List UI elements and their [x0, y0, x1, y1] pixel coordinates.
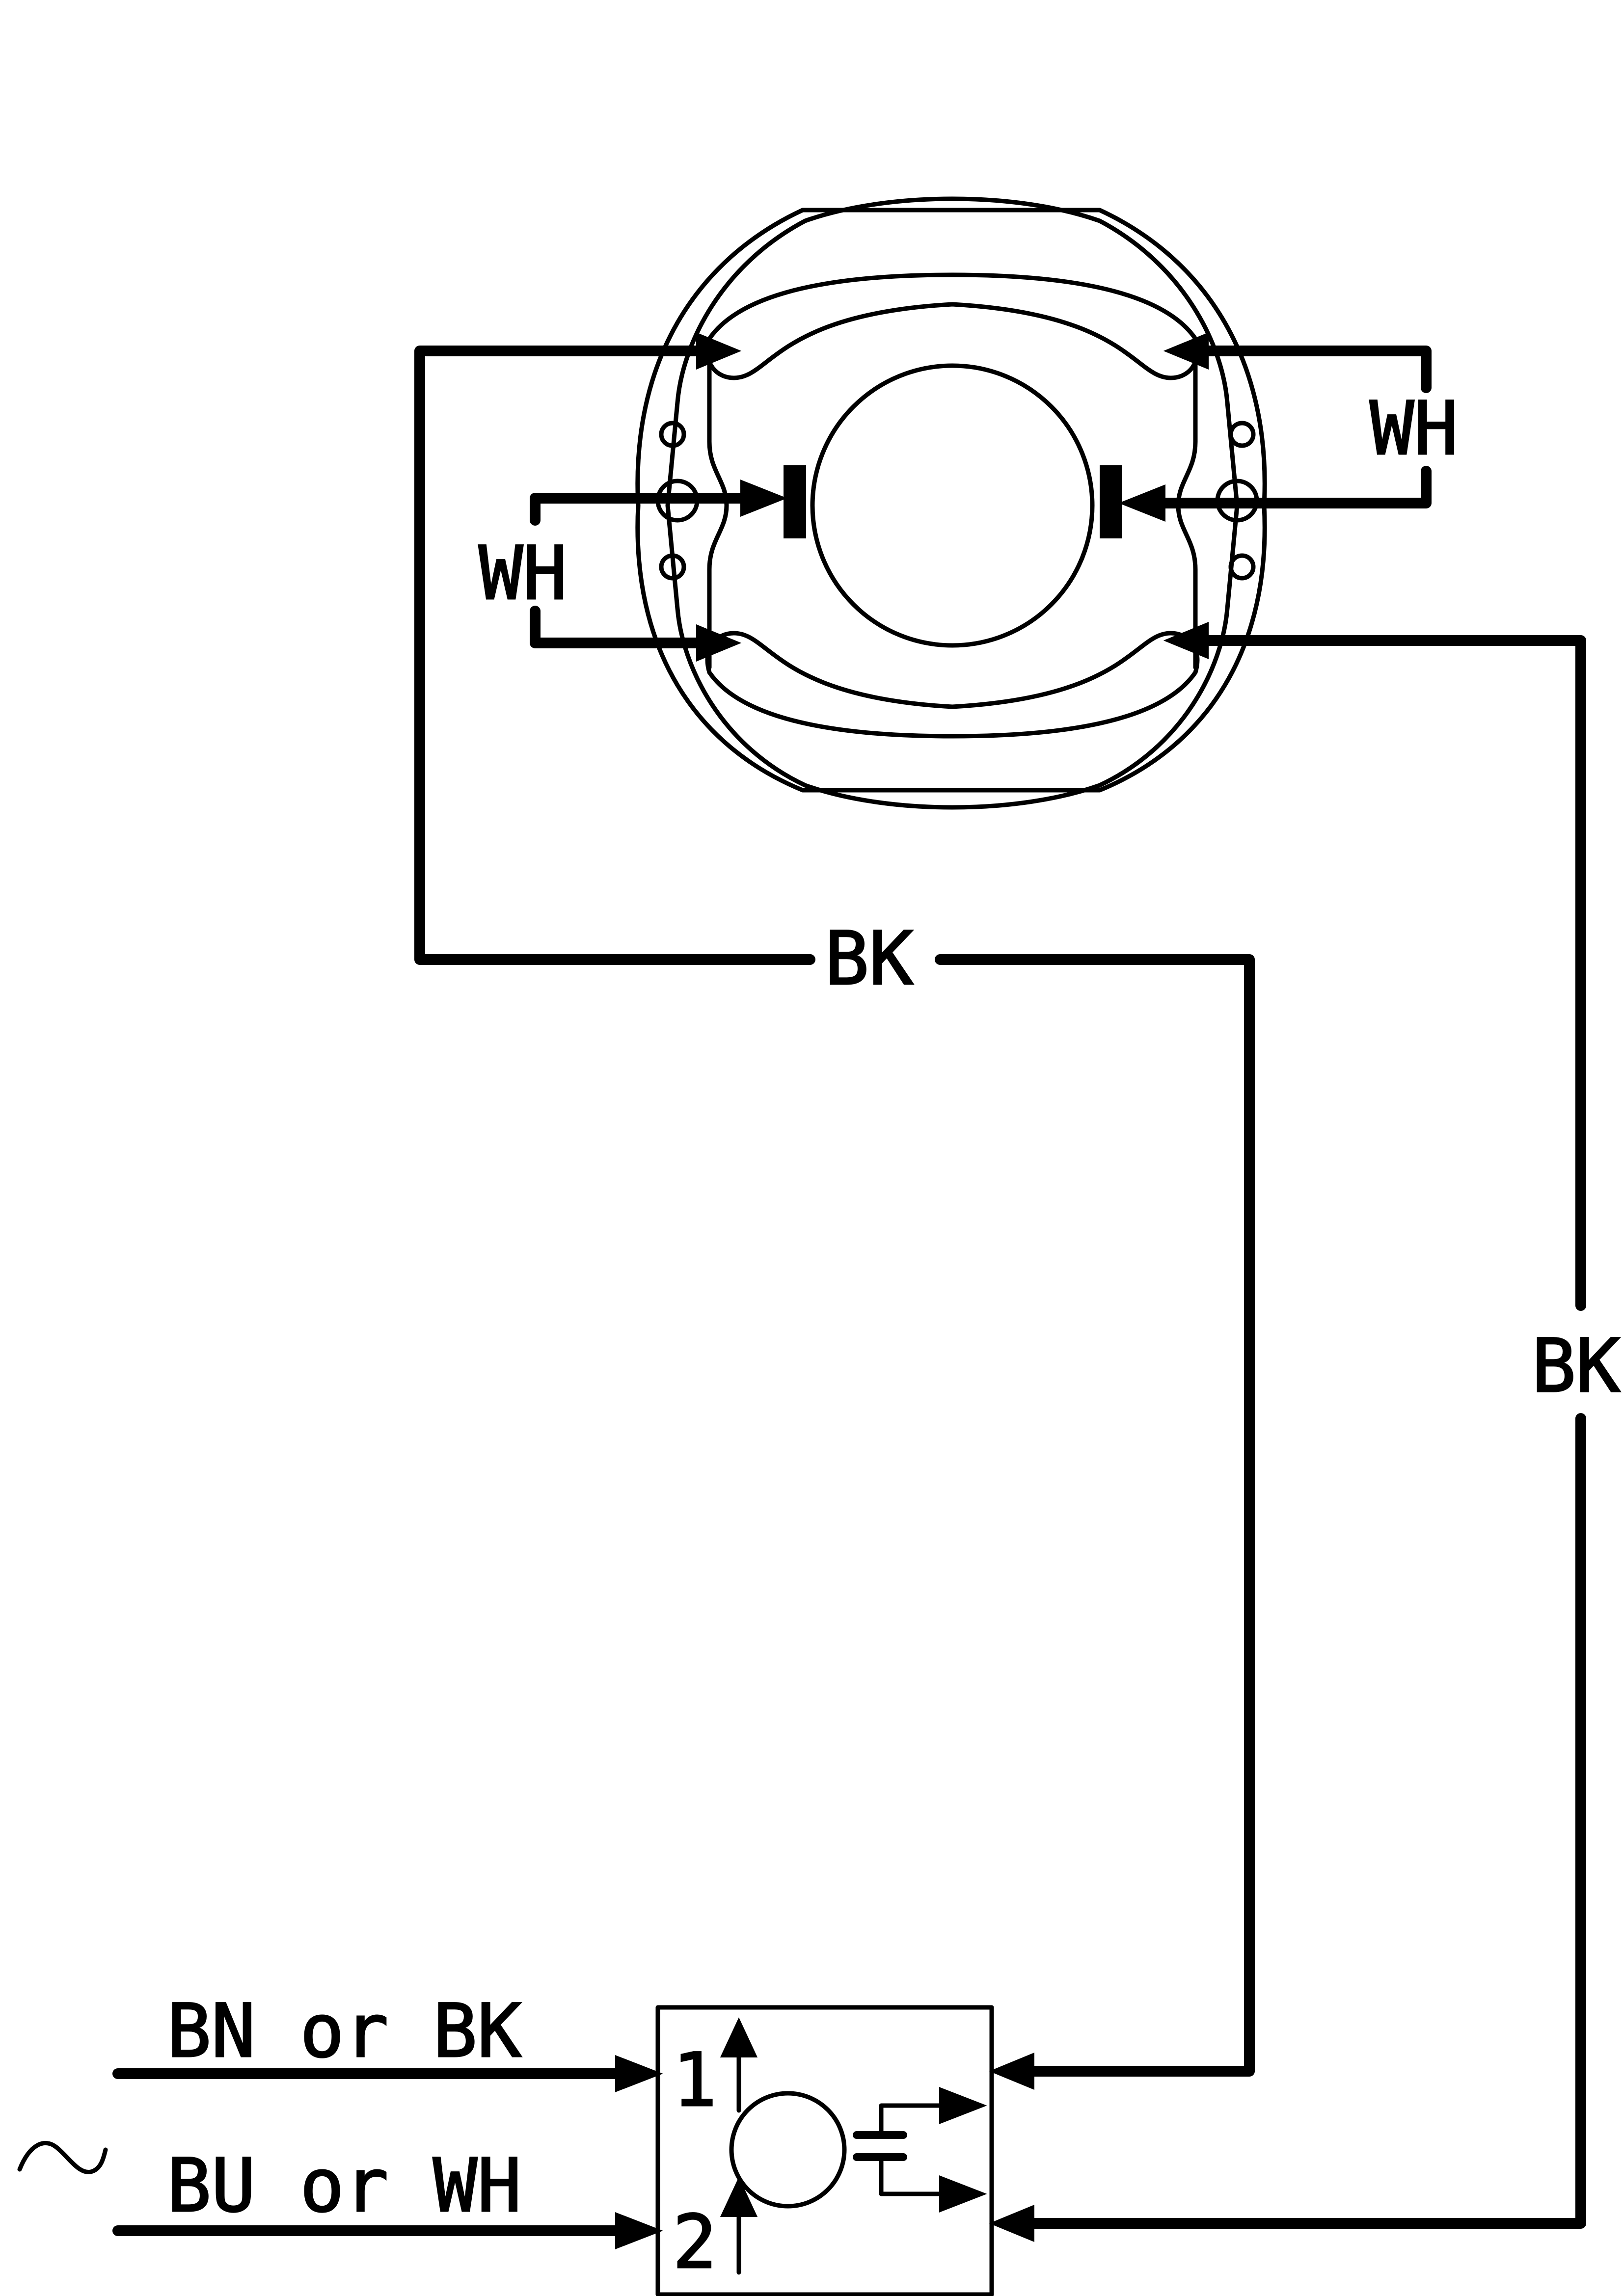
arrow-bottom-right-terminal — [1163, 622, 1209, 659]
wire-wh-left — [530, 493, 771, 648]
arrow-supply-2 — [615, 2212, 663, 2249]
mount-hole-right-top — [1228, 421, 1256, 448]
label-terminal-2: 2 — [673, 2200, 717, 2285]
label-bk-right: BK — [1532, 1324, 1621, 1409]
lower-pole-shoe — [705, 631, 1200, 739]
capacitor-lead-top — [879, 2103, 955, 2137]
arrowheads — [615, 332, 1209, 2249]
left-frame-curve — [707, 341, 729, 670]
terminal-1-arrow-head — [720, 2017, 758, 2057]
arrow-top-right-terminal — [1163, 332, 1209, 370]
capacitor-lead-bottom — [879, 2155, 955, 2196]
control-circle — [729, 2091, 847, 2209]
arrow-right-brush — [1118, 484, 1165, 522]
right-brush — [1100, 465, 1122, 538]
arrow-bottom-left-terminal — [696, 624, 742, 662]
rotor — [810, 363, 1095, 648]
label-wh-right: WH — [1370, 386, 1459, 472]
mount-hole-left-top — [659, 421, 686, 448]
tilde-ac-symbol — [17, 2140, 108, 2174]
upper-pole-shoe — [705, 272, 1200, 380]
label-line-top: BN or BK — [167, 1989, 521, 2074]
wire-bk-middle — [414, 346, 1255, 2077]
stator-inner-ring — [665, 196, 1240, 810]
capacitor-arrow-top — [939, 2087, 987, 2124]
arrow-supply-1 — [615, 2055, 663, 2092]
left-brush — [784, 465, 806, 538]
wire-bk-right — [1011, 635, 1586, 2229]
terminal-box-outline — [655, 2005, 994, 2296]
label-terminal-1: 1 — [673, 2038, 717, 2123]
stator-housing-outline — [635, 208, 1267, 793]
arrow-top-left-terminal — [696, 332, 742, 370]
terminal-box — [655, 2005, 994, 2296]
label-line-bottom: BU or WH — [167, 2143, 521, 2229]
mount-hole-right-bottom — [1228, 553, 1256, 581]
capacitor-arrow-bottom — [939, 2175, 987, 2213]
arrow-box-right-bottom — [989, 2205, 1034, 2242]
wire-wh-right — [1134, 346, 1432, 508]
terminal-2-arrow-head — [720, 2177, 758, 2217]
arrow-left-brush — [740, 480, 787, 517]
wires — [112, 346, 1586, 2236]
arrow-box-right-top — [989, 2053, 1034, 2090]
label-wh-left: WH — [479, 531, 568, 616]
label-bk-middle: BK — [825, 916, 914, 1002]
mount-hole-left-bottom — [659, 553, 686, 581]
labels: WH WH BK BK BN or BK BU or WH 1 2 — [166, 386, 1622, 2286]
